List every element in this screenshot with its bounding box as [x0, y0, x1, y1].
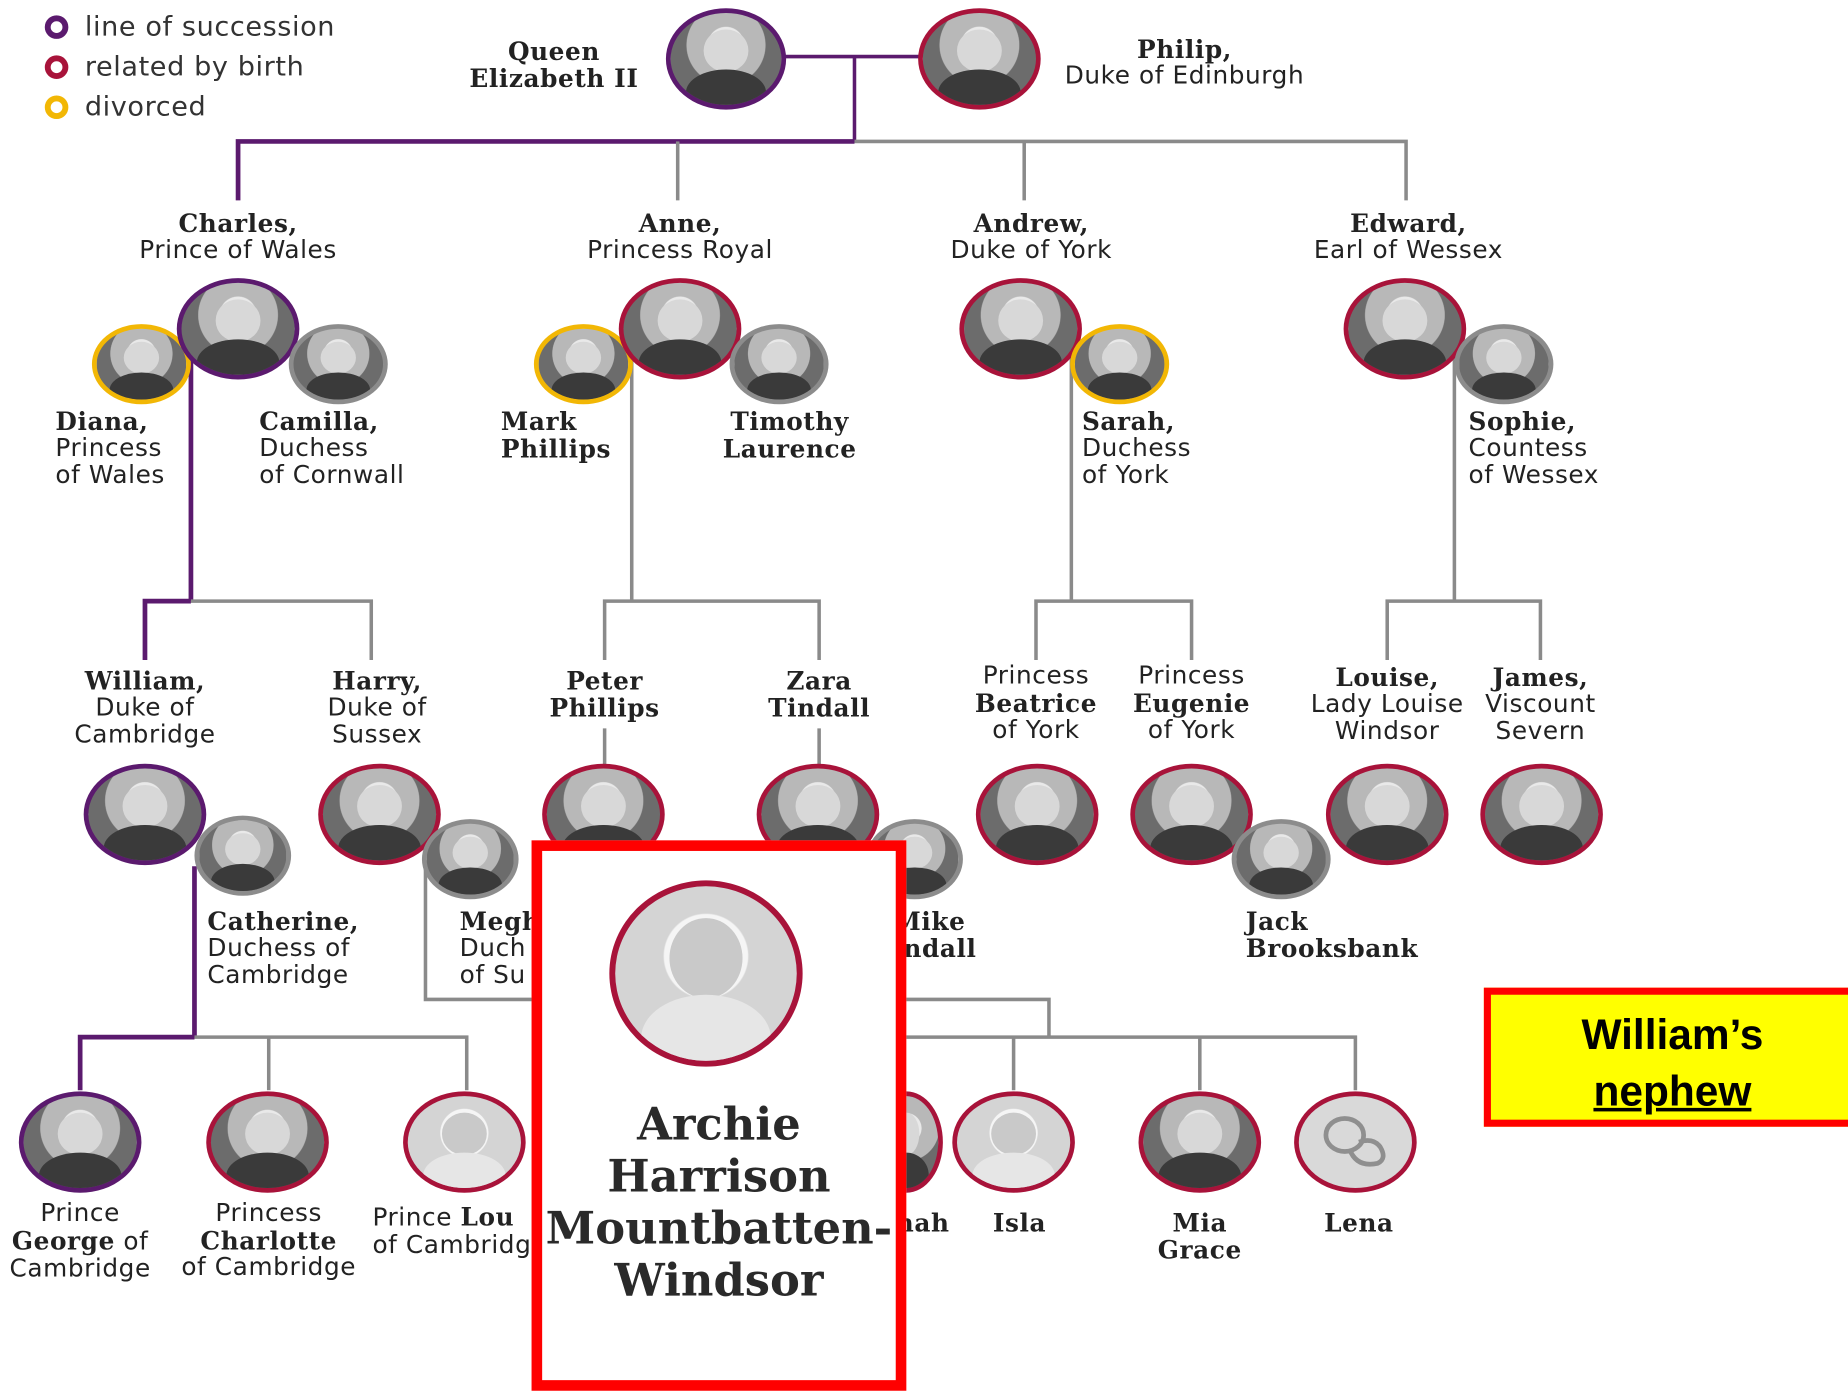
- archie-highlight-box: Archie Harrison Mountbatten- Windsor: [531, 840, 907, 1391]
- harry-photo: [318, 763, 441, 866]
- note-line2: nephew: [1593, 1066, 1752, 1115]
- lena-label: Lena: [1324, 1208, 1394, 1238]
- mia-photo: [1138, 1091, 1262, 1193]
- anne-label: Anne,Princess Royal: [587, 208, 773, 265]
- anne-photo: [618, 278, 742, 380]
- isla-label: Isla: [992, 1208, 1047, 1238]
- beatrice-photo: [975, 763, 1099, 866]
- sophie-photo: [1454, 324, 1554, 405]
- catherine-photo: [194, 815, 292, 896]
- edward-photo: [1343, 278, 1467, 380]
- legend: line of succession related by birth divo…: [44, 7, 335, 127]
- george-photo: [18, 1091, 142, 1193]
- william-photo: [83, 763, 207, 866]
- camilla-photo: [288, 324, 388, 405]
- pacifier-icon: [1323, 1116, 1386, 1167]
- purple-ring-icon: [44, 15, 69, 39]
- archie-name-line: Mountbatten-: [545, 1200, 893, 1255]
- timothy-photo: [729, 324, 829, 405]
- archie-photo: [609, 880, 803, 1067]
- charlotte-photo: [206, 1091, 329, 1193]
- relationship-note: William’s nephew: [1483, 987, 1848, 1127]
- mark-phillips-photo: [533, 324, 633, 405]
- philip-photo: [918, 8, 1041, 110]
- queen-photo: [665, 8, 787, 110]
- louis-photo: [403, 1091, 526, 1193]
- archie-name: Archie Harrison Mountbatten- Windsor: [542, 1098, 896, 1305]
- legend-item-divorced: divorced: [44, 87, 335, 127]
- note-line1: William’s: [1581, 1010, 1764, 1059]
- james-photo: [1480, 763, 1603, 866]
- isla-photo: [952, 1091, 1075, 1193]
- crimson-ring-icon: [44, 55, 69, 79]
- sarah-photo: [1070, 324, 1170, 405]
- diana-photo: [91, 324, 191, 405]
- jack-photo: [1231, 819, 1331, 900]
- edward-label: Edward,Earl of Wessex: [1313, 208, 1504, 265]
- legend-item-succession: line of succession: [44, 7, 335, 47]
- andrew-photo: [959, 278, 1082, 380]
- charles-photo: [176, 278, 300, 380]
- archie-name-line: Harrison: [607, 1149, 831, 1203]
- gold-ring-icon: [44, 95, 69, 120]
- philip-label: Philip,Duke of Edinburgh: [1064, 34, 1305, 90]
- archie-name-line: Windsor: [614, 1252, 824, 1306]
- louise-photo: [1325, 763, 1449, 866]
- meghan-photo: [421, 819, 519, 900]
- archie-name-line: Archie: [637, 1097, 801, 1151]
- legend-item-birth: related by birth: [44, 47, 335, 87]
- andrew-label: Andrew,Duke of York: [950, 208, 1113, 265]
- lena-photo: [1294, 1091, 1417, 1193]
- charles-label: Charles,Prince of Wales: [139, 208, 337, 265]
